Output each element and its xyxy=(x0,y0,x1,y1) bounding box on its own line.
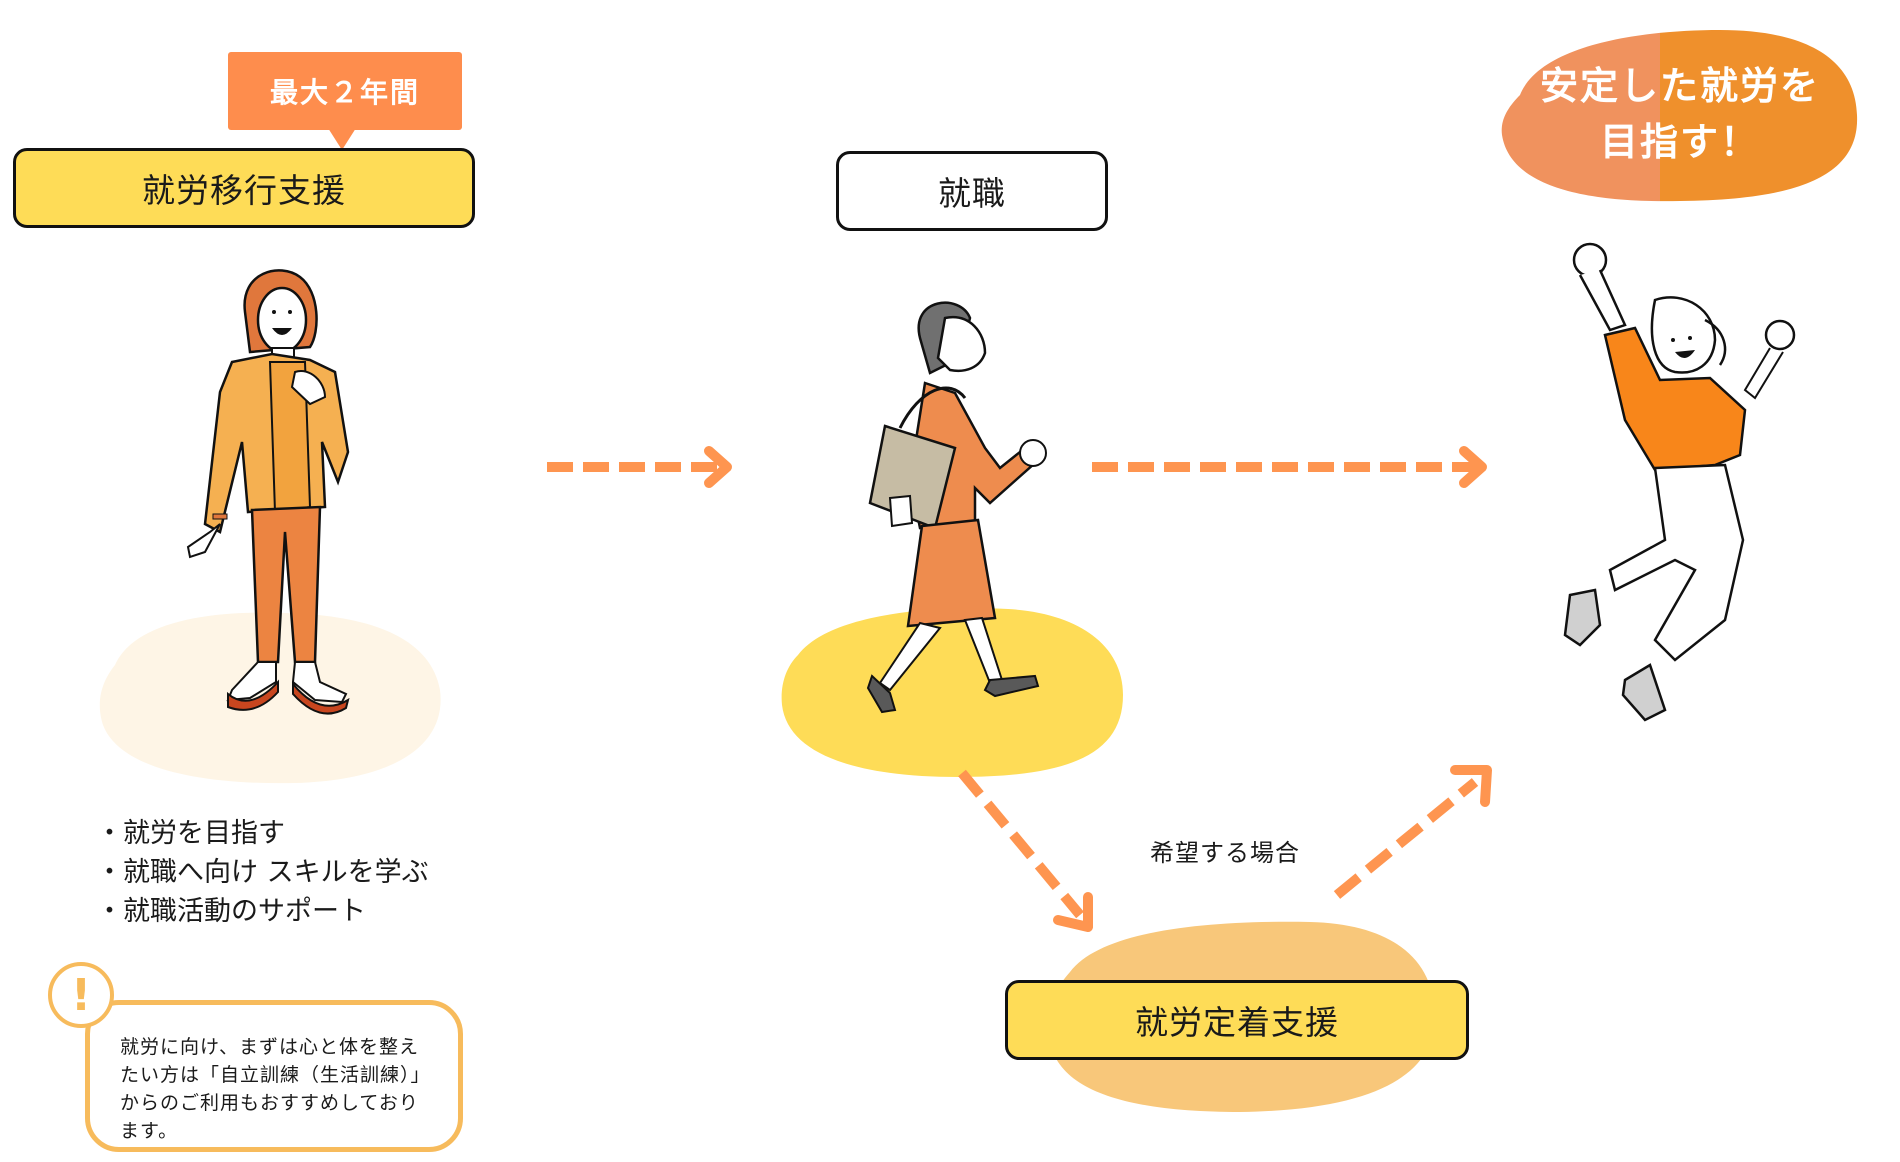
note-text: 就労に向け、まずは心と体を整えたい方は「自立訓練（生活訓練）」からのご利用もおす… xyxy=(120,1036,422,1142)
goal-bubble xyxy=(1501,30,1858,202)
stage-transition-support: 就労移行支援 xyxy=(13,148,475,228)
point-item: 就職へ向け スキルを学ぶ xyxy=(96,853,429,892)
duration-badge-tail xyxy=(328,128,356,150)
stage-employment: 就職 xyxy=(836,151,1108,231)
point-item: 就職活動のサポート xyxy=(96,892,429,931)
transition-points-list: 就労を目指す 就職へ向け スキルを学ぶ 就職活動のサポート xyxy=(96,814,429,931)
stage-retention-support: 就労定着支援 xyxy=(1005,980,1469,1060)
stage-employment-label: 就職 xyxy=(938,174,1006,213)
arrow-employment-to-goal xyxy=(1092,446,1487,488)
duration-badge-text: 最大２年間 xyxy=(269,76,420,109)
yellow-blob xyxy=(781,608,1123,777)
note-box: 就労に向け、まずは心と体を整えたい方は「自立訓練（生活訓練）」からのご利用もおす… xyxy=(85,1000,463,1152)
point-item: 就労を目指す xyxy=(96,814,429,853)
arrow-employment-to-retention xyxy=(958,769,1093,932)
goal-line-2: 目指す！ xyxy=(1599,120,1760,164)
walking-woman-illustration xyxy=(866,301,1047,714)
goal-message: 安定した就労を 目指す！ xyxy=(1500,58,1860,170)
arrow-retention-to-goal xyxy=(1333,765,1492,899)
stage-transition-label: 就労移行支援 xyxy=(142,171,346,210)
arrow-transition-to-employment xyxy=(547,446,732,488)
condition-label: 希望する場合 xyxy=(1150,839,1300,867)
stage-retention-label: 就労定着支援 xyxy=(1135,1003,1339,1042)
duration-badge: 最大２年間 xyxy=(228,52,462,130)
goal-line-1: 安定した就労を xyxy=(1539,64,1820,108)
standing-woman-illustration xyxy=(186,269,350,715)
jumping-woman-illustration xyxy=(1563,242,1796,722)
exclamation-icon: ! xyxy=(48,962,114,1028)
